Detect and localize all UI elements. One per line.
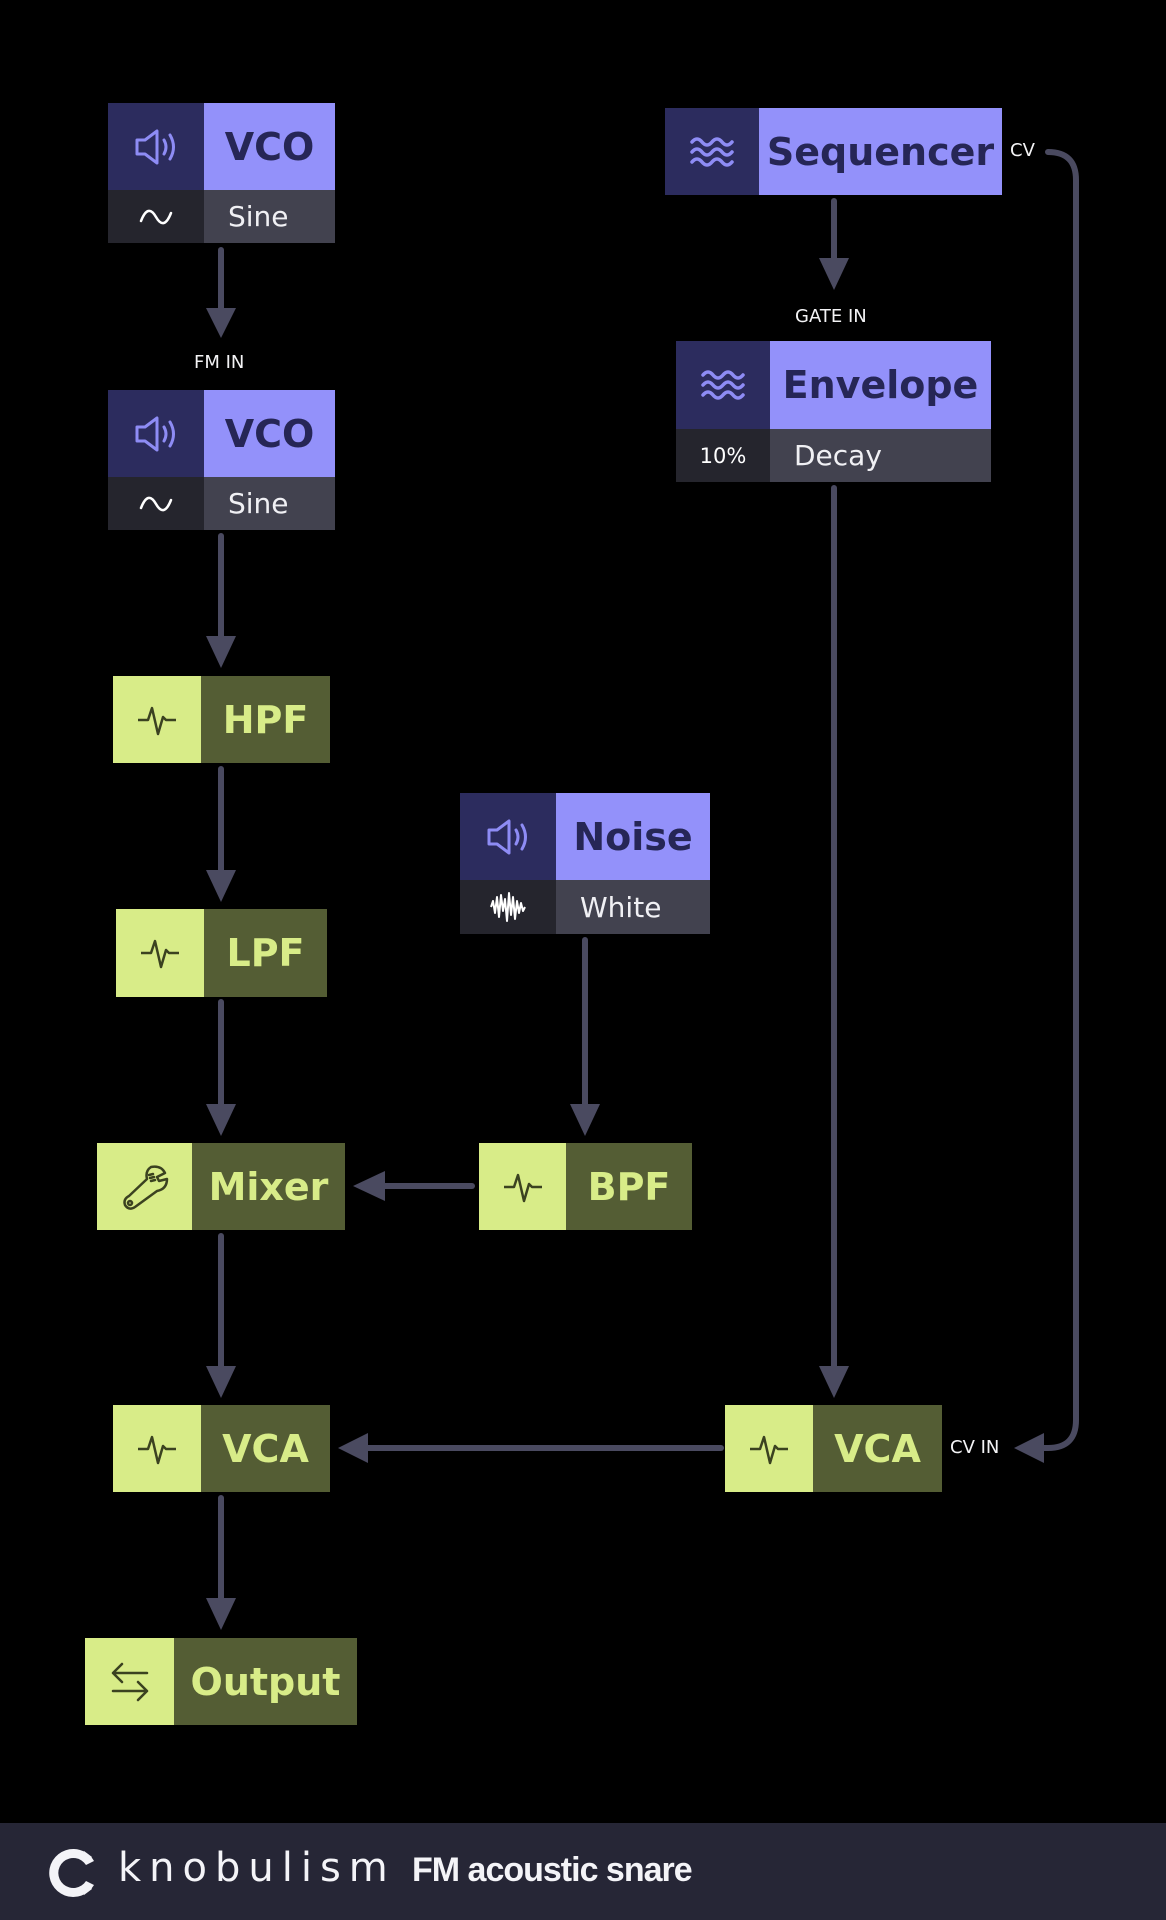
arrowhead xyxy=(353,1171,385,1201)
wrench-icon xyxy=(97,1143,192,1230)
port-label-cv-out: CV xyxy=(1010,140,1035,161)
module-title: Mixer xyxy=(192,1143,345,1230)
swap-arrows-icon xyxy=(85,1638,174,1725)
module-title: Sequencer xyxy=(759,108,1002,195)
arrowhead xyxy=(570,1104,600,1136)
module-title: BPF xyxy=(566,1143,692,1230)
module-envelope[interactable]: Envelope 10% Decay xyxy=(676,341,991,482)
module-bpf[interactable]: BPF xyxy=(479,1143,692,1230)
speaker-icon xyxy=(108,390,204,477)
waves-icon xyxy=(665,108,759,195)
module-hpf[interactable]: HPF xyxy=(113,676,330,763)
module-title: HPF xyxy=(201,676,330,763)
module-vca-noise[interactable]: VCA xyxy=(725,1405,942,1492)
arrowhead xyxy=(206,1104,236,1136)
pulse-icon xyxy=(725,1405,813,1492)
module-title: Output xyxy=(174,1638,357,1725)
arrowhead xyxy=(338,1433,368,1463)
module-lpf[interactable]: LPF xyxy=(116,909,327,997)
pulse-icon xyxy=(113,1405,201,1492)
module-title: Noise xyxy=(556,793,710,880)
module-title: VCO xyxy=(204,103,335,190)
decay-param[interactable]: Decay xyxy=(770,429,991,482)
pulse-icon xyxy=(113,676,201,763)
arrowhead xyxy=(819,1366,849,1398)
arrowhead xyxy=(819,258,849,290)
arrowhead xyxy=(1014,1433,1044,1463)
module-mixer[interactable]: Mixer xyxy=(97,1143,345,1230)
speaker-icon xyxy=(460,793,556,880)
waves-icon xyxy=(676,341,770,429)
module-vco-1[interactable]: VCO Sine xyxy=(108,103,335,243)
module-title: Envelope xyxy=(770,341,991,429)
speaker-icon xyxy=(108,103,204,190)
preset-name: FM acoustic snare xyxy=(412,1851,693,1889)
knobulism-logo-icon xyxy=(46,1845,102,1901)
decay-value[interactable]: 10% xyxy=(676,429,770,482)
port-label-cv-in: CV IN xyxy=(950,1437,1000,1458)
module-vca-main[interactable]: VCA xyxy=(113,1405,330,1492)
module-output[interactable]: Output xyxy=(85,1638,357,1725)
module-title: LPF xyxy=(204,909,327,997)
pulse-icon xyxy=(479,1143,566,1230)
waveform-param[interactable]: Sine xyxy=(204,477,335,530)
brand-name: knobulism xyxy=(118,1845,396,1891)
module-sequencer[interactable]: Sequencer xyxy=(665,108,1002,195)
noise-wave-icon xyxy=(460,880,556,934)
arrowhead xyxy=(206,1598,236,1630)
module-title: VCA xyxy=(813,1405,942,1492)
module-vco-2[interactable]: VCO Sine xyxy=(108,390,335,530)
sine-wave-icon xyxy=(108,190,204,243)
footer: knobulism FM acoustic snare xyxy=(0,1823,1166,1920)
cable-seq-cv xyxy=(1037,149,1079,1451)
arrowhead xyxy=(206,870,236,902)
module-noise[interactable]: Noise White xyxy=(460,793,710,934)
noise-color-param[interactable]: White xyxy=(556,880,710,934)
pulse-icon xyxy=(116,909,204,997)
arrowhead xyxy=(206,1366,236,1398)
port-label-gate-in: GATE IN xyxy=(795,306,867,327)
module-title: VCA xyxy=(201,1405,330,1492)
port-label-fm-in: FM IN xyxy=(194,352,245,373)
arrowhead xyxy=(206,308,236,338)
arrowhead xyxy=(206,636,236,668)
sine-wave-icon xyxy=(108,477,204,530)
waveform-param[interactable]: Sine xyxy=(204,190,335,243)
module-title: VCO xyxy=(204,390,335,477)
